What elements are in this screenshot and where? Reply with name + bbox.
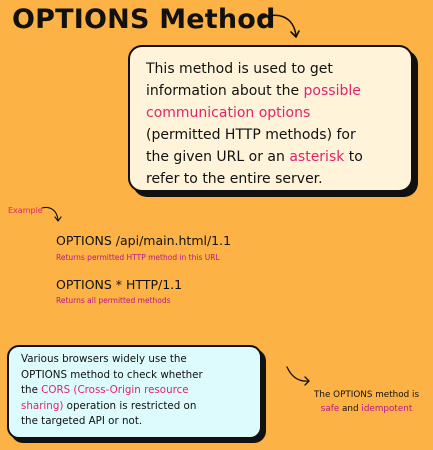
example-code: OPTIONS /api/main.html/1.1 [56, 233, 232, 248]
side-note-line: safe and idempotent [320, 404, 413, 414]
usage-line: Various browsers widely use the [21, 353, 187, 365]
definition-line: the given URL or an asterisk to [146, 149, 363, 165]
highlight-text: sharing) [21, 399, 64, 412]
example-note: Returns all permitted methods [56, 296, 171, 305]
small-curved-arrow-icon [41, 206, 62, 222]
example-note: Returns permitted HTTP method in this UR… [56, 253, 220, 262]
usage-line: the targeted API or not. [21, 415, 143, 428]
side-note-line: The OPTIONS method is [314, 390, 420, 400]
example-code: OPTIONS * HTTP/1.1 [56, 277, 183, 292]
usage-line: OPTIONS method to check whether [21, 368, 203, 381]
usage-line: the CORS (Cross-Origin resource [21, 384, 189, 397]
example-label: Example [8, 206, 43, 215]
highlight-text: CORS (Cross-Origin resource [41, 384, 189, 397]
idempotent-text: idempotent [361, 404, 413, 414]
definition-line: (permitted HTTP methods) for [146, 127, 356, 143]
highlight-text: communication options [146, 105, 311, 121]
page-title: OPTIONS Method [12, 4, 276, 35]
side-note: The OPTIONS method is safe and idempoten… [314, 388, 419, 416]
definition-line: communication options [146, 102, 399, 124]
curved-arrow-icon [258, 14, 300, 38]
highlight-text: asterisk [289, 149, 345, 165]
pointing-arrow-icon [286, 366, 310, 386]
definition-line: This method is used to get [146, 61, 333, 77]
highlight-text: possible [303, 83, 361, 99]
definition-line: refer to the entire server. [146, 171, 323, 187]
usage-line: sharing) operation is restricted on [21, 399, 197, 412]
definition-card: This method is used to get information a… [128, 45, 413, 192]
definition-line: information about the possible [146, 83, 361, 99]
browser-usage-card: Various browsers widely use the OPTIONS … [7, 345, 262, 439]
safe-text: safe [320, 404, 340, 414]
